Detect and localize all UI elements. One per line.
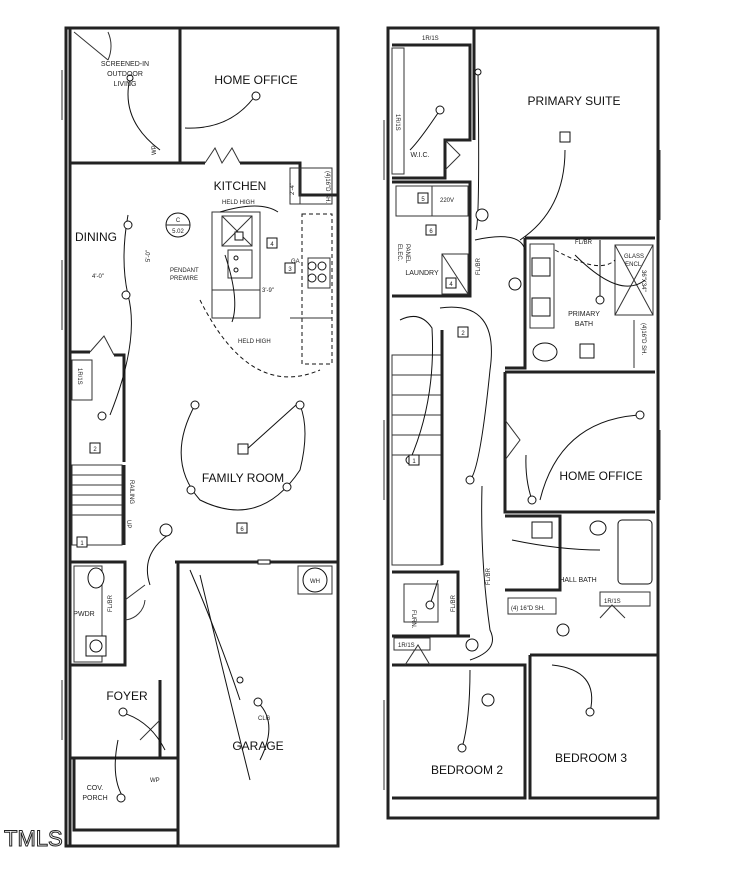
first-floor-fixtures [97,74,305,803]
label-dim-5-0: 5'-0" [146,250,152,262]
label-sh-3: (4) 16"D SH. [511,606,545,612]
label-wp-1: WP [152,145,158,155]
label-bedroom-3: BEDROOM 3 [555,751,627,765]
label-clg: CLG [258,716,271,722]
label-up: UP [125,520,131,528]
label-family-room: FAMILY ROOM [202,471,284,485]
label-dim-2-4: 2'-4" [290,183,296,195]
label-ga: GA [291,259,300,265]
tag-3: 3 [288,267,292,273]
label-wic: W.I.C. [410,152,429,159]
label-glass-encl-1: GLASS [624,254,644,260]
tag-2a: 2 [93,447,97,453]
label-held-high-2: HELD HIGH [238,339,271,345]
label-r1s-4: 1R/1S [604,599,621,605]
label-home-office-1: HOME OFFICE [214,73,297,87]
label-sh-1: (4)16"D SH. [324,171,330,203]
label-primary-bath-1: PRIMARY [568,311,600,318]
label-glass-dim: 36"X34" [640,270,646,292]
annotation-labels: HELD HIGH HELD HIGH PENDANT PREWIRE 5'-0… [76,36,646,784]
second-floor-plan [383,26,661,820]
second-floor-fixtures [405,68,645,753]
label-pendant-2: PREWIRE [170,276,198,282]
label-screened-1: SCREENED-IN [101,61,149,68]
label-foyer: FOYER [106,689,148,703]
label-primary-suite: PRIMARY SUITE [528,94,621,108]
label-220v: 220V [440,198,454,204]
tag-4b: 4 [449,282,453,288]
label-elec-2: PANEL [404,244,410,264]
label-kitchen: KITCHEN [214,179,267,193]
label-screened-3: LIVING [114,81,137,88]
label-elec-1: ELEC. [396,244,402,262]
label-porch: PORCH [82,795,107,802]
tag-6a: 6 [240,527,244,533]
label-garage: GARAGE [232,739,283,753]
tag-6b: 6 [429,229,433,235]
tag-5: 5 [421,197,425,203]
label-primary-bath-2: BATH [575,321,593,328]
label-held-high-1: HELD HIGH [222,200,255,206]
label-pwdr: PWDR [73,611,94,618]
label-sh-2: (4)16"D SH. [640,323,646,355]
label-laundry: LAUNDRY [405,270,439,277]
label-r1s-1: 1R/1S [76,368,82,385]
label-glass-encl-2: ENCL. [625,262,643,268]
watermark: TMLS [4,826,63,851]
first-floor-plan [61,26,340,848]
label-callout-c: C [176,218,181,224]
label-callout-502: 5.02 [172,229,184,235]
tag-4a: 4 [270,242,274,248]
room-labels: SCREENED-IN OUTDOOR LIVING HOME OFFICE K… [73,61,644,802]
label-dim-3-9: 3'-9" [262,288,274,294]
label-screened-2: OUTDOOR [107,71,143,78]
label-pendant-1: PENDANT [170,268,199,274]
tag-1a: 1 [80,541,84,547]
label-home-office-2: HOME OFFICE [559,469,642,483]
label-r1s-2: 1R/1S [422,36,439,42]
label-bedroom-2: BEDROOM 2 [431,763,503,777]
tag-1b: 1 [412,459,416,465]
second-floor-wiring [399,71,646,749]
label-furn: FURN. [410,610,416,629]
label-dim-4-0: 4'-0" [92,274,104,280]
label-wp-2: WP [150,778,160,784]
label-wh: WH [310,579,320,585]
label-flbr-3: FL/BR [575,240,593,246]
label-flbr-4: FL/BR [451,594,457,612]
tag-2b: 2 [461,331,465,337]
number-tags: 1 1 2 2 3 4 4 5 6 6 [76,192,469,548]
label-flbr-5: FL/BR [486,567,492,585]
label-hall-bath: HALL BATH [559,577,596,584]
label-cov: COV. [87,785,104,792]
label-flbr-2: FL/BR [476,257,482,275]
label-r1s-3: 1R/1S [394,114,400,131]
label-flbr-1: FL/BR [108,594,114,612]
first-floor-wiring [109,77,321,801]
label-dining: DINING [75,230,117,244]
label-r1s-5: 1R/1S [398,643,415,649]
label-railing: RAILING [128,480,134,504]
